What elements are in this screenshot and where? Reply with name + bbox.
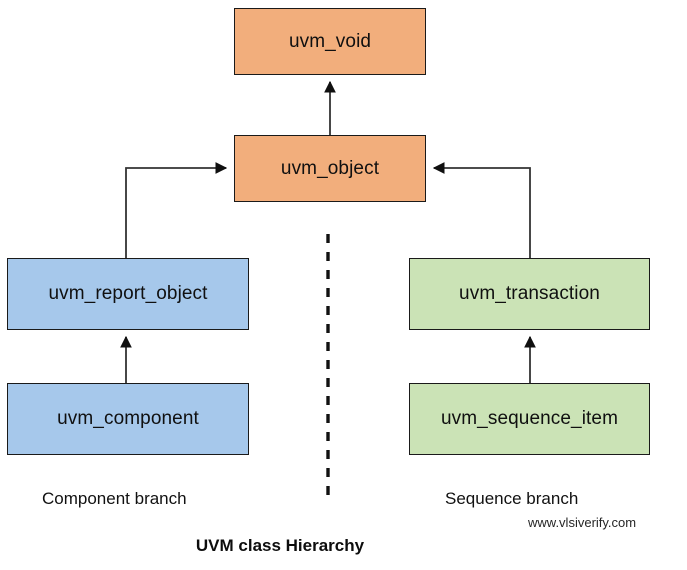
site-watermark: www.vlsiverify.com (528, 515, 637, 530)
caption-component-branch: Component branch (42, 489, 187, 508)
node-uvm-transaction[interactable]: uvm_transaction (409, 258, 650, 330)
edge-transaction-to-object (432, 162, 531, 258)
node-uvm-report-object-label: uvm_report_object (48, 283, 208, 304)
diagram-title: UVM class Hierarchy (195, 536, 365, 555)
edge-report-object-to-object (125, 162, 228, 258)
node-uvm-transaction-label: uvm_transaction (459, 283, 600, 304)
node-uvm-object-label: uvm_object (280, 157, 380, 179)
node-uvm-sequence-item[interactable]: uvm_sequence_item (409, 383, 650, 455)
caption-sequence-branch: Sequence branch (445, 489, 579, 508)
node-uvm-component[interactable]: uvm_component (7, 383, 249, 455)
node-uvm-component-label: uvm_component (57, 408, 199, 429)
node-uvm-report-object[interactable]: uvm_report_object (7, 258, 249, 330)
node-uvm-void[interactable]: uvm_void (234, 8, 426, 75)
node-uvm-object[interactable]: uvm_object (234, 135, 426, 202)
node-uvm-void-label: uvm_void (288, 30, 372, 52)
node-uvm-sequence-item-label: uvm_sequence_item (440, 408, 619, 429)
